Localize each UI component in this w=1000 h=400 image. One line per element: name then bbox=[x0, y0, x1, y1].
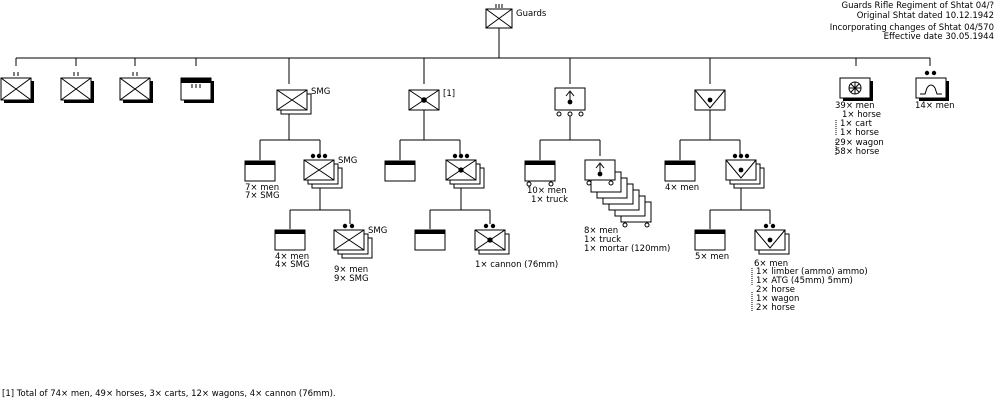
smg-platoon-label: SMG bbox=[338, 156, 357, 166]
rifle-battalion-1[interactable] bbox=[0, 72, 34, 103]
smg-platoon-hq-detail: 4× men bbox=[275, 252, 309, 262]
main-connectors bbox=[15, 28, 931, 84]
smg-connectors bbox=[259, 114, 321, 160]
mortar-connectors bbox=[539, 116, 601, 160]
mortar-hq-detail: 10× men bbox=[527, 186, 567, 196]
mortar-platoon-detail: 8× men bbox=[584, 226, 618, 236]
antitank-section-detail: 1× wagon bbox=[756, 294, 799, 304]
gun-connectors bbox=[399, 110, 461, 160]
antitank-connectors bbox=[679, 110, 741, 160]
header-block: Guards Rifle Regiment of Shtat 04/? Orig… bbox=[830, 1, 994, 42]
antitank-section-detail: 2× horse bbox=[756, 303, 795, 313]
antitank-platoon-hq-box[interactable] bbox=[694, 229, 726, 251]
medical-detail: 29× wagon bbox=[835, 138, 884, 148]
smg-company-hq-box[interactable] bbox=[244, 160, 276, 182]
smg-platoon-hq-detail: 4× SMG bbox=[275, 260, 310, 270]
gun-section-detail: 1× cannon (76mm) bbox=[475, 260, 558, 270]
antitank-company-hq-box[interactable] bbox=[664, 160, 696, 182]
mortar-company-unit[interactable] bbox=[554, 87, 586, 117]
antitank-platoon-unit[interactable] bbox=[725, 153, 765, 189]
regiment-hq-unit[interactable] bbox=[485, 4, 513, 29]
medical-detail: 58× horse bbox=[835, 147, 879, 157]
mortar-platoon-detail: 1× mortar (120mm) bbox=[584, 244, 670, 254]
smg-squad-detail: 9× SMG bbox=[334, 274, 369, 284]
gun-company-hq-box[interactable] bbox=[384, 160, 416, 182]
smg-platoon-hq-box[interactable] bbox=[274, 229, 306, 251]
smg-company-unit[interactable] bbox=[276, 89, 312, 115]
mortar-platoons-stack[interactable] bbox=[584, 159, 652, 228]
gun-company-unit[interactable] bbox=[408, 89, 440, 111]
gun-platoon-connectors bbox=[429, 188, 491, 229]
regiment-label: Guards bbox=[516, 9, 547, 19]
footnote: [1] Total of 74× men, 49× horses, 3× car… bbox=[2, 389, 336, 399]
antitank-platoon-hq-detail: 5× men bbox=[695, 252, 729, 262]
antitank-section-detail: 6× men bbox=[754, 259, 788, 269]
medical-detail: 1× horse bbox=[842, 110, 881, 120]
signals-detail: 14× men bbox=[915, 101, 955, 111]
smg-company-hq-detail: 7× men bbox=[245, 183, 279, 193]
smg-platoon-connectors bbox=[289, 188, 351, 229]
mortar-platoon-detail: 1× truck bbox=[584, 235, 621, 245]
header-line: Incorporating changes of Shtat 04/570 bbox=[830, 23, 994, 33]
smg-squad-detail: 9× men bbox=[334, 265, 368, 275]
signals-company-unit[interactable] bbox=[915, 70, 949, 101]
header-line: Guards Rifle Regiment of Shtat 04/? bbox=[842, 1, 995, 11]
medical-detail: 1× horse bbox=[840, 128, 879, 138]
smg-company-hq-detail: 7× SMG bbox=[245, 191, 280, 201]
header-line: Original Shtat dated 10.12.1942 bbox=[857, 11, 994, 21]
gun-section-unit[interactable] bbox=[474, 223, 510, 255]
rifle-battalion-3[interactable] bbox=[119, 72, 153, 103]
antitank-company-unit[interactable] bbox=[694, 89, 726, 111]
smg-company-label: SMG bbox=[311, 87, 330, 97]
gun-platoon-unit[interactable] bbox=[445, 153, 485, 189]
rifle-battalion-2[interactable] bbox=[60, 72, 94, 103]
antitank-hq-detail: 4× men bbox=[665, 183, 699, 193]
mortar-company-hq-box[interactable] bbox=[524, 160, 556, 187]
smg-squad-label: SMG bbox=[368, 226, 387, 236]
medical-company-unit[interactable] bbox=[839, 77, 873, 101]
gun-platoon-hq-box[interactable] bbox=[414, 229, 446, 251]
mortar-hq-detail: 1× truck bbox=[531, 195, 568, 205]
antitank-section-detail: 2× horse bbox=[756, 285, 795, 295]
header-line: Effective date 30.05.1944 bbox=[884, 32, 994, 42]
antitank-platoon-connectors bbox=[709, 188, 771, 229]
antitank-section-detail: 1× ATG (45mm) 5mm) bbox=[756, 276, 853, 286]
antitank-section-unit[interactable] bbox=[754, 223, 790, 255]
gun-company-footnote-ref: [1] bbox=[443, 89, 455, 99]
smg-platoon-unit[interactable] bbox=[303, 153, 343, 189]
medical-detail: 1× cart bbox=[840, 119, 873, 129]
training-battalion[interactable] bbox=[180, 77, 214, 103]
antitank-section-detail: 1× limber (ammo) ammo) bbox=[756, 267, 868, 277]
smg-squad-unit[interactable] bbox=[333, 223, 373, 259]
medical-detail: 39× men bbox=[835, 101, 875, 111]
